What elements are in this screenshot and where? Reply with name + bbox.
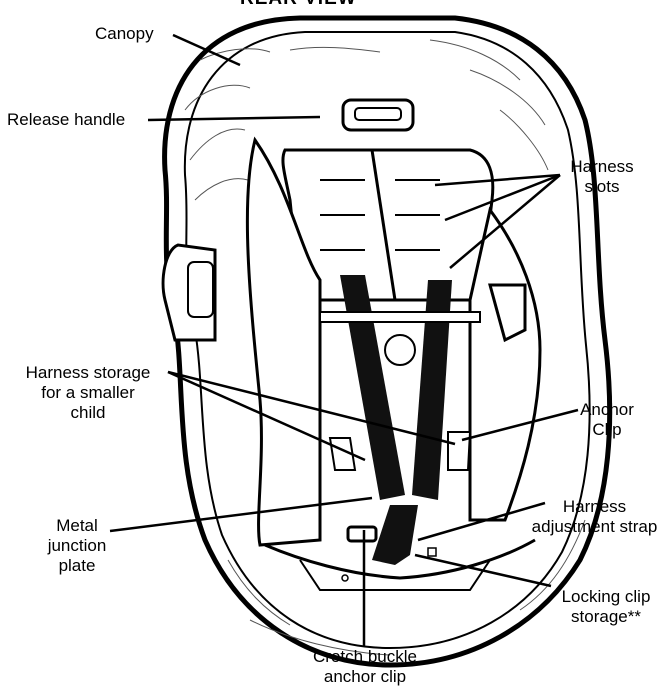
release-handle-shape — [343, 100, 413, 130]
label-locking-clip-storage: Locking clip storage** — [548, 587, 664, 627]
label-crotch-buckle-line1: Crotch buckle — [313, 647, 417, 667]
label-harness-slots-line1: Harness — [562, 157, 642, 177]
label-locking-clip-line2: storage** — [548, 607, 664, 627]
label-anchor-clip: Anchor Clip — [575, 400, 639, 440]
diagram-title: REAR VIEW — [240, 0, 357, 10]
label-canopy: Canopy — [95, 24, 154, 44]
label-harness-storage-line3: child — [12, 403, 164, 423]
label-crotch-buckle-anchor-clip: Crotch buckle anchor clip — [313, 647, 417, 687]
label-harness-storage-line1: Harness storage — [12, 363, 164, 383]
label-harness-slots-line2: slots — [562, 177, 642, 197]
label-metal-junction-line2: junction — [42, 536, 112, 556]
label-anchor-clip-line1: Anchor — [575, 400, 639, 420]
label-harness-storage-line2: for a smaller — [12, 383, 164, 403]
crotch-buckle-clip-shape — [348, 527, 376, 541]
label-harness-adjustment-line1: Harness — [522, 497, 667, 517]
label-harness-storage: Harness storage for a smaller child — [12, 363, 164, 423]
label-anchor-clip-line2: Clip — [575, 420, 639, 440]
label-harness-adjustment-line2: adjustment strap — [522, 517, 667, 537]
label-metal-junction-line3: plate — [42, 556, 112, 576]
label-metal-junction-plate: Metal junction plate — [42, 516, 112, 576]
label-metal-junction-line1: Metal — [42, 516, 112, 536]
label-crotch-buckle-line2: anchor clip — [313, 667, 417, 687]
label-harness-adjustment-strap: Harness adjustment strap — [522, 497, 667, 537]
label-harness-slots: Harness slots — [562, 157, 642, 197]
label-locking-clip-line1: Locking clip — [548, 587, 664, 607]
label-release-handle: Release handle — [7, 110, 125, 130]
